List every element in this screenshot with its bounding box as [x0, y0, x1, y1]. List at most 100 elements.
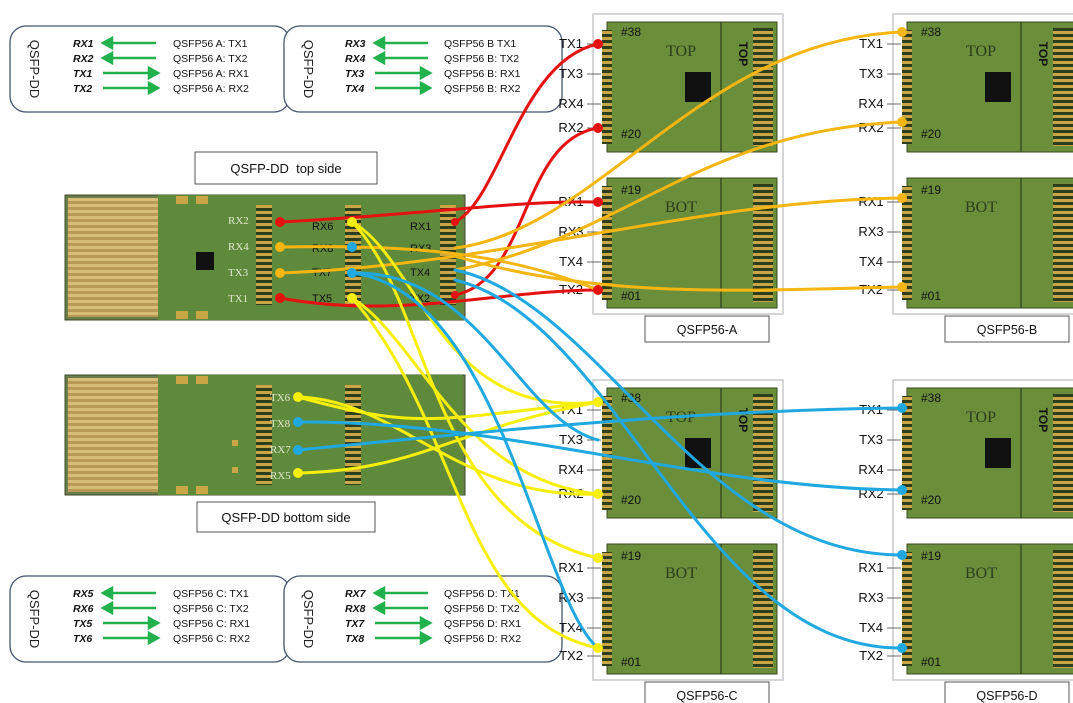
- wire-endpoint: [347, 268, 357, 278]
- module-left-pins: [902, 186, 912, 300]
- arrow-right-icon: [103, 65, 161, 81]
- wire-endpoint: [347, 293, 357, 303]
- legend-a-signal-3: TX1: [73, 68, 92, 80]
- module-pin-label-rx3: RX3: [558, 590, 583, 605]
- wire-orange: [278, 245, 600, 292]
- arrow-left-icon: [372, 585, 428, 601]
- wire-endpoint: [897, 282, 907, 292]
- top-side-title-box: QSFP-DD top side: [194, 151, 378, 185]
- module-pin-label-tx1: TX1: [559, 36, 583, 51]
- qsfp56-module-a: TOPBOTTOP#38#20#19#01TX1TX3RX4RX2RX1RX3T…: [558, 13, 784, 343]
- wire-endpoint: [593, 123, 603, 133]
- wire-endpoint: [275, 268, 285, 278]
- module-right-pins: [753, 184, 773, 302]
- legend-d-target-4: QSFP56 D: RX2: [444, 633, 521, 645]
- arrow-right-icon: [375, 80, 433, 96]
- module-pin-label-tx2: TX2: [859, 648, 883, 663]
- top-pcb-pin-tx3: TX3: [228, 267, 249, 279]
- module-pad-label: #19: [921, 549, 941, 563]
- wire-endpoint: [593, 489, 603, 499]
- module-pad-label: #38: [921, 391, 941, 405]
- legend-d-signal-1: RX7: [345, 588, 367, 600]
- module-pad-label: #38: [621, 25, 641, 39]
- legend-d-signal-2: RX8: [345, 603, 366, 615]
- legend-b-target-4: QSFP56 B: RX2: [444, 83, 521, 95]
- legend-a-signal-4: TX2: [73, 83, 92, 95]
- module-side-label-top: TOP: [966, 43, 996, 60]
- module-left-pins: [602, 396, 612, 510]
- module-pin-label-tx2: TX2: [859, 282, 883, 297]
- arrow-left-icon: [372, 600, 428, 616]
- bottom-pcb-pin-tx8: TX8: [270, 418, 291, 430]
- wire-orange: [278, 196, 904, 275]
- legend-a-target-3: QSFP56 A: RX1: [173, 68, 249, 80]
- wire-yellow: [296, 395, 600, 421]
- legend-c-signal-3: TX5: [73, 618, 92, 630]
- module-pin-label-rx3: RX3: [858, 590, 883, 605]
- wire-endpoint: [293, 468, 303, 478]
- module-board-bot: [906, 543, 1073, 675]
- wire-endpoint: [593, 197, 603, 207]
- module-pin-label-tx3: TX3: [859, 66, 883, 81]
- legend-b-target-1: QSFP56 B TX1: [444, 38, 516, 50]
- wire-endpoint: [897, 550, 907, 560]
- top-pcb-pin-rx1: RX1: [410, 221, 431, 233]
- qsfp56-module-c-label: QSFP56-C: [676, 689, 737, 703]
- module-pad-label: #01: [921, 655, 941, 669]
- bottom-side-title-box: QSFP-DD bottom side: [196, 501, 376, 533]
- qsfp56-module-a-label: QSFP56-A: [677, 323, 738, 337]
- legend-c-target-3: QSFP56 C: RX1: [173, 618, 250, 630]
- module-pin-label-tx1: TX1: [859, 36, 883, 51]
- module-side-label-top: TOP: [966, 409, 996, 426]
- wire-endpoint: [275, 217, 285, 227]
- wire-endpoint: [593, 553, 603, 563]
- legend-c-signal-1: RX5: [73, 588, 94, 600]
- legend-d-target-3: QSFP56 D: RX1: [444, 618, 521, 630]
- legend-b-signal-1: RX3: [345, 38, 366, 50]
- legend-box-c: QSFP-DD RX5 RX6 TX5 TX6 QSFP56 C: TX1 QS…: [9, 575, 291, 663]
- arrow-right-icon: [375, 615, 433, 631]
- module-pin-label-tx4: TX4: [859, 254, 883, 269]
- arrow-left-icon: [372, 35, 428, 51]
- module-pad-label: #01: [621, 289, 641, 303]
- module-right-pins: [753, 28, 773, 146]
- top-side-title: QSFP-DD top side: [230, 161, 341, 176]
- module-right-pins: [1053, 550, 1073, 668]
- module-pad-label: #19: [621, 183, 641, 197]
- legend-c-signal-2: RX6: [73, 603, 94, 615]
- qsfp56-module-d-label-box: [944, 681, 1070, 703]
- module-pin-label-rx1: RX1: [858, 560, 883, 575]
- bottom-pcb-pin-tx6: TX6: [270, 392, 291, 404]
- module-pin-label-tx4: TX4: [559, 620, 583, 635]
- module-pad-label: #20: [621, 493, 641, 507]
- legend-box-b: QSFP-DD RX3 RX4 TX3 TX4 QSFP56 B TX1 QSF…: [283, 25, 563, 113]
- wire-blue: [453, 278, 904, 650]
- legend-d-target-1: QSFP56 D: TX1: [444, 588, 520, 600]
- qsfp56-module-a-label-box: [644, 315, 770, 343]
- module-pin-label-tx4: TX4: [859, 620, 883, 635]
- legend-c-target-1: QSFP56 C: TX1: [173, 588, 249, 600]
- module-pad-label: #38: [921, 25, 941, 39]
- bottom-pcb-pin-rx7: RX7: [270, 444, 291, 456]
- wire-blue: [296, 420, 904, 492]
- arrow-right-icon: [375, 630, 433, 646]
- legend-b-target-3: QSFP56 B: RX1: [444, 68, 521, 80]
- module-left-pins: [602, 552, 612, 666]
- module-pad-label: #20: [621, 127, 641, 141]
- top-pcb-pin-rx8: RX8: [312, 243, 333, 255]
- top-pcb-pin-tx4: TX4: [410, 267, 430, 279]
- chip-icon: [985, 438, 1011, 468]
- legend-c-signal-4: TX6: [73, 633, 92, 645]
- qsfp56-module-c-label-box: [644, 681, 770, 703]
- arrow-left-icon: [100, 50, 156, 66]
- module-board-bot: [906, 177, 1073, 309]
- module-right-pins: [1053, 394, 1073, 512]
- module-pad-label: #20: [921, 127, 941, 141]
- arrow-right-icon: [103, 615, 161, 631]
- legend-a-signal-2: RX2: [73, 53, 94, 65]
- wire-endpoint: [293, 417, 303, 427]
- module-right-pins: [753, 394, 773, 512]
- wire-endpoint: [897, 193, 907, 203]
- legend-a-signal-1: RX1: [73, 38, 94, 50]
- module-pin-label-tx3: TX3: [559, 66, 583, 81]
